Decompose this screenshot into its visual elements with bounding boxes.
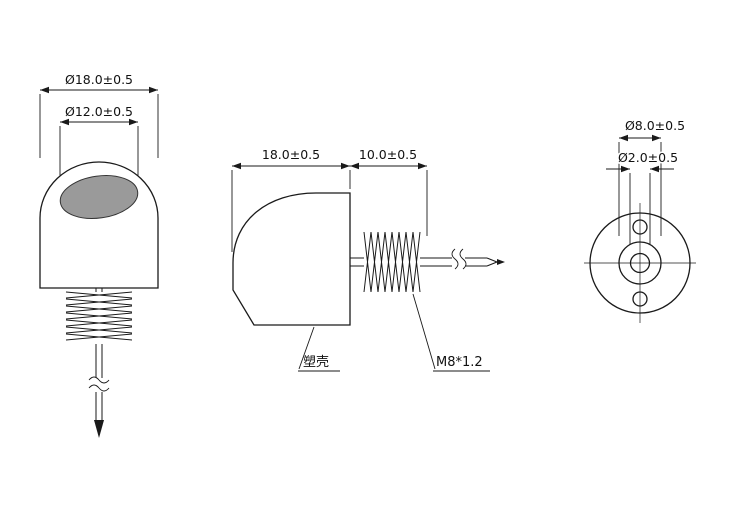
arrowhead-icon (149, 86, 158, 94)
arrowhead-icon (129, 118, 138, 126)
front-wire-tip (94, 420, 104, 438)
front-view: Ø18.0±0.5 Ø12.0±0.5 (39, 71, 159, 438)
side-body-outline (232, 192, 351, 326)
break-symbol (88, 376, 110, 384)
arrowhead-icon (621, 165, 630, 173)
end-view: Ø8.0±0.5 Ø2.0±0.5 (584, 117, 696, 323)
arrowhead-icon (60, 118, 69, 126)
end-center-hole-dim-text: Ø2.0±0.5 (618, 150, 678, 165)
front-thread-coil (65, 291, 133, 341)
side-wire-taper (486, 257, 498, 263)
side-view: 18.0±0.5 10.0±0.5 塑壳 M8*1.2 (231, 146, 505, 372)
leader-line (298, 326, 315, 370)
arrowhead-icon (341, 162, 350, 170)
end-middle-circle (618, 241, 662, 285)
end-top-hole (632, 219, 648, 235)
side-wire-taper (486, 261, 498, 267)
shell-label-text: 塑壳 (303, 355, 329, 370)
end-center-hole-circle (629, 252, 651, 274)
arrowhead-icon (350, 162, 359, 170)
break-symbol (451, 248, 459, 270)
leader-line (412, 293, 436, 370)
side-thread-dim-text: 10.0±0.5 (359, 147, 417, 162)
thread-label-text: M8*1.2 (436, 355, 483, 370)
arrowhead-icon (650, 165, 659, 173)
end-bottom-hole (632, 291, 648, 307)
front-body-outline (39, 161, 159, 289)
side-body-dim-text: 18.0±0.5 (262, 147, 320, 162)
end-outer-circle (589, 212, 691, 314)
side-wire-tip (497, 259, 505, 265)
front-outer-dim-text: Ø18.0±0.5 (65, 72, 133, 87)
arrowhead-icon (40, 86, 49, 94)
end-hole-circle-dim-text: Ø8.0±0.5 (625, 118, 685, 133)
front-face-dim-text: Ø12.0±0.5 (65, 104, 133, 119)
break-symbol (88, 384, 110, 392)
arrowhead-icon (418, 162, 427, 170)
front-sensing-face (59, 175, 139, 219)
side-thread-coil (363, 231, 421, 293)
arrowhead-icon (619, 134, 628, 142)
arrowhead-icon (232, 162, 241, 170)
arrowhead-icon (652, 134, 661, 142)
